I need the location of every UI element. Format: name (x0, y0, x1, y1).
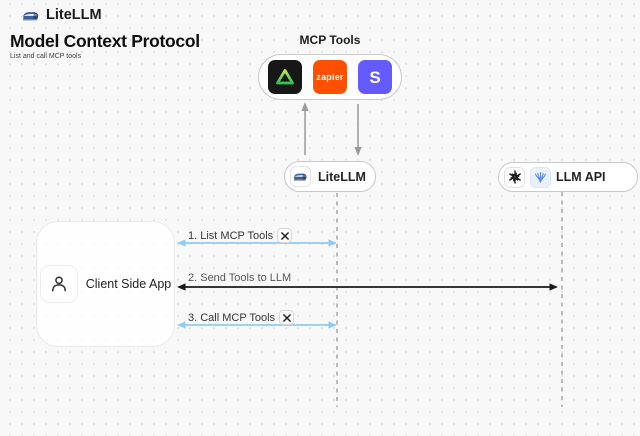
mcp-tools-box: zapier S (258, 54, 402, 100)
litellm-train-icon (290, 166, 311, 187)
step3-label: 3. Call MCP Tools (188, 311, 276, 324)
tools-crossed-icon (277, 228, 293, 243)
brand: LiteLLM (22, 7, 102, 23)
mcp-down-arrow (354, 104, 362, 156)
litellm-train-icon (22, 9, 40, 22)
litellm-node-label: LiteLLM (318, 169, 366, 184)
llm-api-node-label: LLM API (556, 170, 606, 184)
step1-label: 1. List MCP Tools (188, 229, 274, 242)
zapier-wordmark: zapier (316, 72, 344, 82)
llm-provider-icon (530, 166, 551, 188)
zapier-icon: zapier (313, 60, 347, 94)
client-node-label: Client Side App (85, 277, 172, 291)
step2-arrow (177, 283, 558, 291)
person-icon (39, 265, 78, 303)
stripe-icon: S (358, 60, 392, 94)
litellm-node: LiteLLM (284, 161, 376, 192)
llm-api-node: LLM API (498, 162, 638, 192)
page-subtitle: List and call MCP tools (10, 53, 82, 60)
green-triangle-tool-icon (268, 60, 302, 94)
step2-label: 2. Send Tools to LLM (188, 272, 292, 284)
mcp-tools-label: MCP Tools (299, 33, 361, 47)
step3-label-row: 3. Call MCP Tools (188, 310, 295, 325)
step1-label-row: 1. List MCP Tools (188, 228, 293, 243)
stripe-letter: S (369, 67, 381, 87)
step2-label-row: 2. Send Tools to LLM (188, 272, 291, 284)
openai-icon (504, 166, 525, 188)
client-side-app-node: Client Side App (36, 221, 175, 347)
page-title: Model Context Protocol (10, 31, 200, 51)
tools-crossed-icon (279, 310, 295, 325)
brand-label: LiteLLM (46, 7, 102, 23)
mcp-up-arrow (301, 102, 309, 155)
